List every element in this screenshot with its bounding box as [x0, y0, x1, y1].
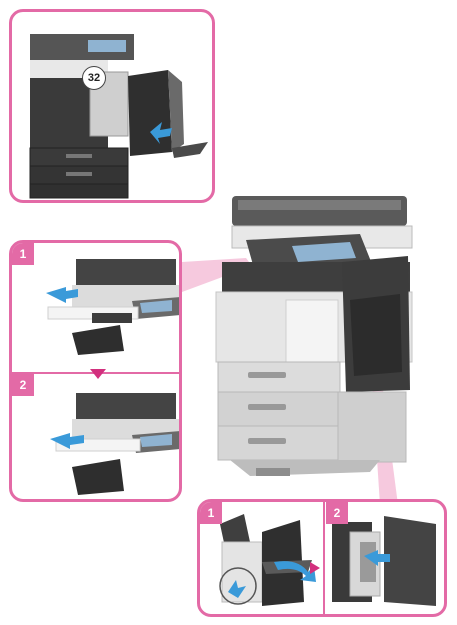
step-1-number-bottom: 1: [207, 506, 215, 520]
step-1-tab-bottom: 1: [200, 502, 222, 524]
step-2-number: 2: [19, 378, 27, 392]
callout-bottom-steps: 1 2: [197, 499, 447, 617]
step-2-number-bottom: 2: [333, 506, 341, 520]
part-number-badge: 32: [82, 66, 106, 90]
step-1-tab: 1: [12, 243, 34, 265]
callout-left-steps: 1 2: [9, 240, 182, 502]
step-2-tab: 2: [12, 374, 34, 396]
step-1-number: 1: [19, 247, 27, 261]
callout-top-left: 32: [9, 9, 215, 203]
part-number: 32: [87, 72, 101, 84]
step-2-tab-bottom: 2: [326, 502, 348, 524]
